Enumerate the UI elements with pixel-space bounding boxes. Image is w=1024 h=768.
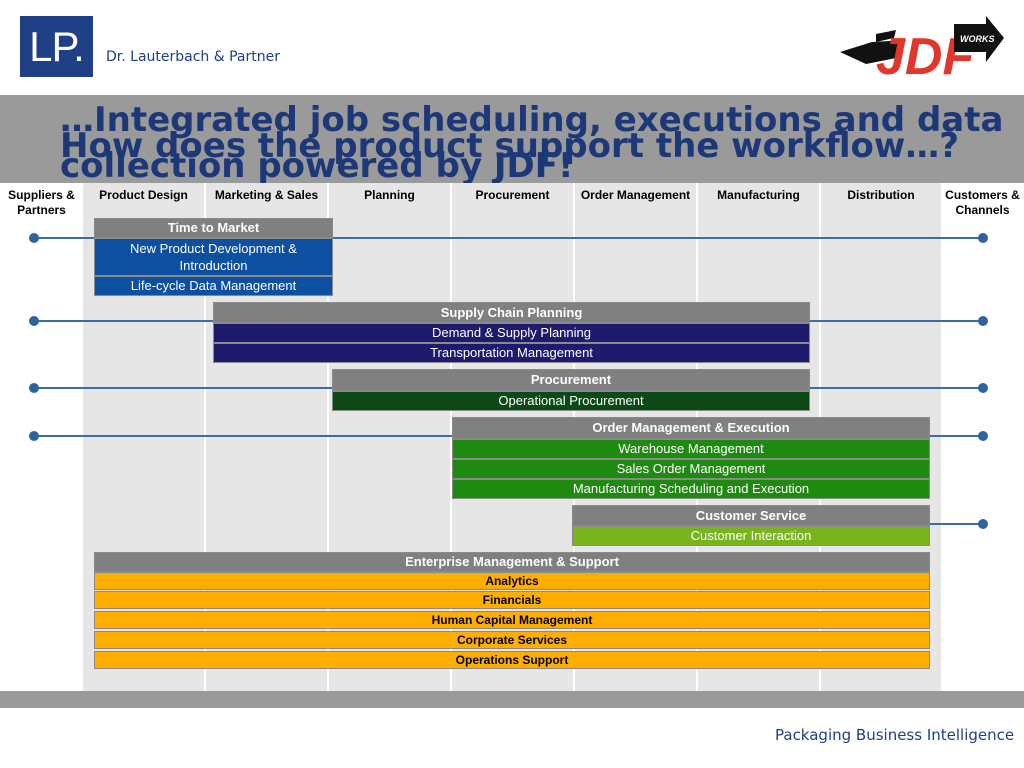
demand-supply-planning-box: Demand & Supply Planning (213, 323, 810, 343)
footer-tagline: Packaging Business Intelligence (775, 726, 1015, 744)
column-header: Order Management (580, 188, 691, 202)
connector-dot (978, 316, 988, 326)
title-line-2: How does the product support the workflo… (60, 126, 960, 166)
corporate-services-box: Corporate Services (94, 631, 930, 649)
time-to-market-header: Time to Market (94, 218, 333, 238)
supply-chain-planning-header: Supply Chain Planning (213, 302, 810, 323)
warehouse-management-box: Warehouse Management (452, 439, 930, 459)
connector-dot (29, 233, 39, 243)
column-header: Product Design (99, 188, 188, 202)
connector-dot (978, 431, 988, 441)
lifecycle-data-management-box: Life-cycle Data Management (94, 276, 333, 296)
operational-procurement-box: Operational Procurement (332, 391, 810, 411)
column-header: Planning (364, 188, 415, 202)
connector-dot (978, 383, 988, 393)
connector-dot (978, 519, 988, 529)
jdf-works-logo: JDF WORKS (840, 16, 1004, 80)
financials-box: Financials (94, 591, 930, 609)
customer-service-header: Customer Service (572, 505, 930, 526)
sales-order-management-box: Sales Order Management (452, 459, 930, 479)
column-header: Customers & Channels (945, 188, 1020, 217)
customer-interaction-box: Customer Interaction (572, 526, 930, 546)
connector-dot (29, 383, 39, 393)
connector-dot (29, 431, 39, 441)
bottom-band (0, 691, 1024, 708)
order-management-execution-header: Order Management & Execution (452, 417, 930, 439)
manufacturing-scheduling-box: Manufacturing Scheduling and Execution (452, 479, 930, 499)
procurement-header: Procurement (332, 369, 810, 391)
jdf-logo-subtext: WORKS (960, 34, 995, 44)
company-name: Dr. Lauterbach & Partner (106, 49, 280, 65)
connector-dot (978, 233, 988, 243)
lp-logo: LP. (20, 16, 93, 77)
column-bg-suppliers (0, 183, 83, 691)
column-header: Marketing & Sales (214, 188, 319, 202)
enterprise-management-header: Enterprise Management & Support (94, 552, 930, 572)
title-band (0, 95, 1024, 183)
connector-line (930, 523, 984, 525)
column-header: Distribution (847, 188, 915, 202)
analytics-box: Analytics (94, 572, 930, 590)
transportation-management-box: Transportation Management (213, 343, 810, 363)
connector-dot (29, 316, 39, 326)
title-line-1: …Integrated job scheduling, executions a… (60, 100, 1004, 140)
connector-line (34, 237, 984, 239)
column-header: Manufacturing (717, 188, 800, 202)
new-product-development-box: New Product Development & Introduction (94, 238, 333, 276)
operations-support-box: Operations Support (94, 651, 930, 669)
column-header: Procurement (475, 188, 550, 202)
column-header: Suppliers & Partners (8, 188, 75, 217)
title-line-3: collection powered by JDF! (60, 146, 574, 186)
human-capital-management-box: Human Capital Management (94, 611, 930, 629)
